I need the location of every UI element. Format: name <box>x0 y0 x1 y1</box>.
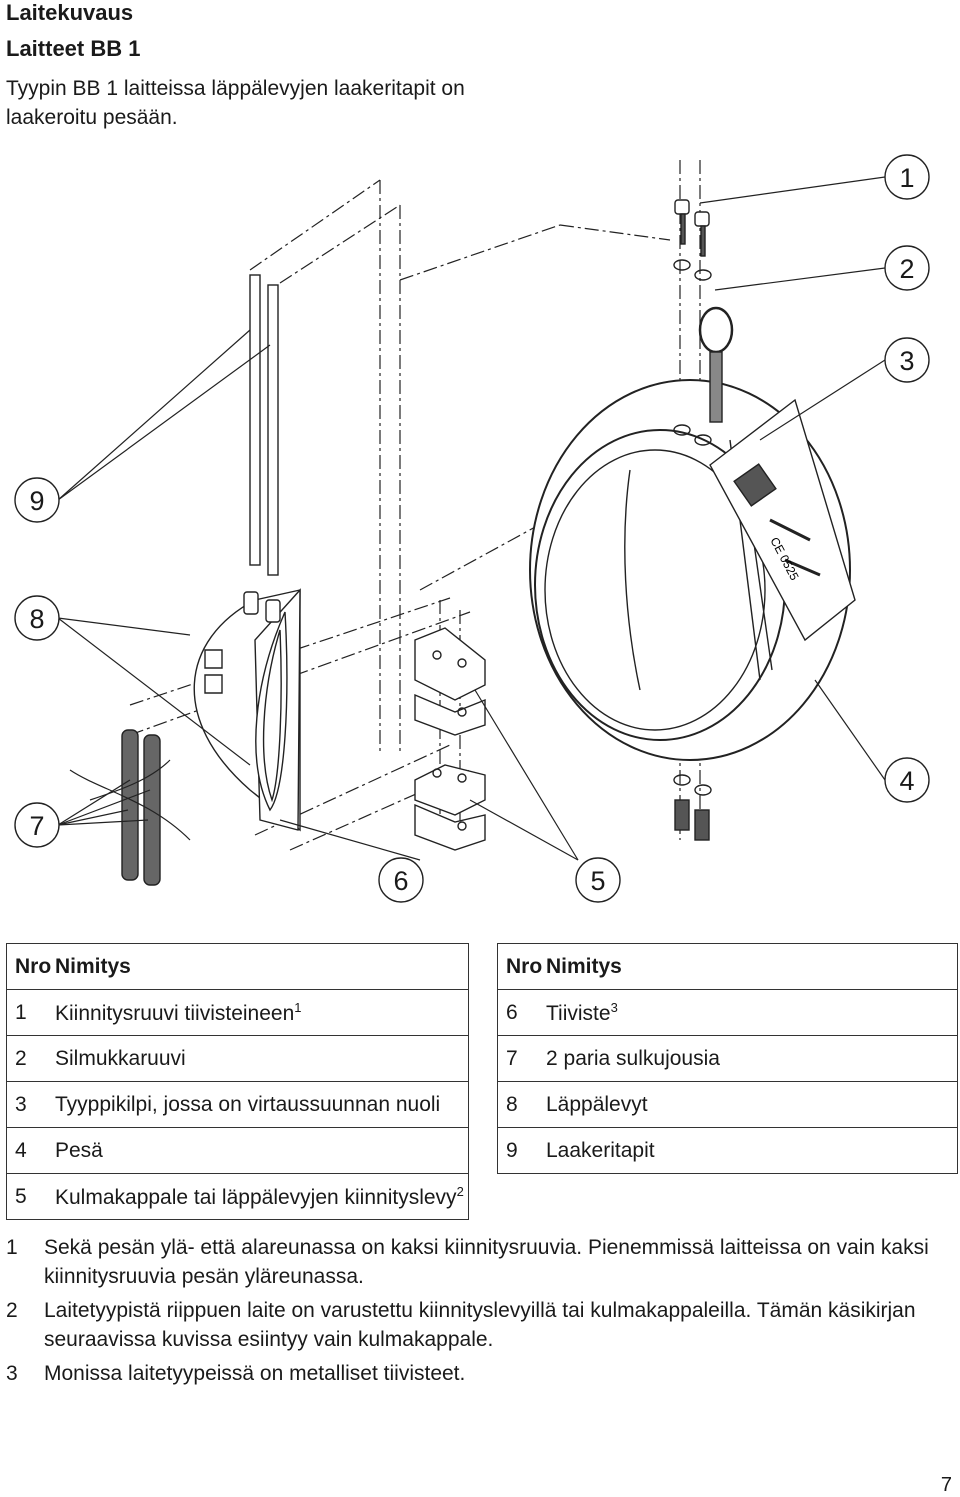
row-nro: 3 <box>6 1081 53 1128</box>
footnote: 1 Sekä pesän ylä- että alareunassa on ka… <box>6 1233 936 1291</box>
callout-7 <box>14 802 60 848</box>
callout-label-6: 6 <box>393 866 408 896</box>
footnote-number: 3 <box>6 1362 18 1385</box>
footnote: 3 Monissa laitetyypeissä on metalliset t… <box>6 1359 936 1388</box>
table-row: 8 Läppälevyt <box>497 1081 958 1128</box>
callout-9 <box>14 477 60 523</box>
table-row: 5 Kulmakappale tai läppälevyjen kiinnity… <box>6 1173 469 1220</box>
row-nro: 1 <box>6 989 53 1036</box>
callout-label-3: 3 <box>899 346 914 376</box>
row-nro: 2 <box>6 1035 53 1082</box>
row-nro: 4 <box>6 1127 53 1174</box>
row-name: Pesä <box>53 1127 469 1174</box>
col-header-nro: Nro <box>497 943 544 990</box>
footnote-number: 2 <box>6 1299 18 1322</box>
callout-label-9: 9 <box>29 486 44 516</box>
row-nro: 7 <box>497 1035 544 1082</box>
footnote-text: Laitetyypistä riippuen laite on varustet… <box>44 1299 916 1351</box>
parts-table-right: Nro Nimitys 6 Tiiviste3 7 2 paria sulkuj… <box>497 943 958 1174</box>
row-name: Kulmakappale tai läppälevyjen kiinnitysl… <box>53 1173 469 1220</box>
footnote-ref: 2 <box>456 1183 464 1199</box>
table-row: 2 Silmukkaruuvi <box>6 1035 469 1082</box>
exploded-view-drawing: 1 2 3 4 5 6 7 8 9 CE 0525 <box>14 154 930 903</box>
row-name: Tiiviste3 <box>544 989 958 1036</box>
footnote-ref: 3 <box>610 999 618 1015</box>
callout-2 <box>884 245 930 291</box>
footnote-text: Monissa laitetyypeissä on metalliset tii… <box>44 1362 466 1385</box>
row-name: Kiinnitysruuvi tiivisteineen1 <box>53 989 469 1036</box>
section-title: Laitekuvaus <box>6 0 134 25</box>
col-header-nro: Nro <box>6 943 53 990</box>
table-row: 1 Kiinnitysruuvi tiivisteineen1 <box>6 989 469 1036</box>
footnote-number: 1 <box>6 1236 18 1259</box>
footnotes: 1 Sekä pesän ylä- että alareunassa on ka… <box>6 1233 936 1393</box>
row-name: Silmukkaruuvi <box>53 1035 469 1082</box>
row-nro: 6 <box>497 989 544 1036</box>
callout-label-5: 5 <box>590 866 605 896</box>
table-row: 4 Pesä <box>6 1127 469 1174</box>
callout-5 <box>575 857 621 903</box>
callout-3 <box>884 337 930 383</box>
row-name: Laakeritapit <box>544 1127 958 1174</box>
table-row: 9 Laakeritapit <box>497 1127 958 1174</box>
row-nro: 5 <box>6 1173 53 1220</box>
callout-label-8: 8 <box>29 604 44 634</box>
row-name: 2 paria sulkujousia <box>544 1035 958 1082</box>
table-row: 3 Tyyppikilpi, jossa on virtaussuunnan n… <box>6 1081 469 1128</box>
intro-text: Tyypin BB 1 laitteissa läppälevyjen laak… <box>6 77 465 129</box>
table-row: 6 Tiiviste3 <box>497 989 958 1036</box>
section-subtitle: Laitteet BB 1 <box>6 36 141 61</box>
footnote: 2 Laitetyypistä riippuen laite on varust… <box>6 1296 936 1354</box>
col-header-name: Nimitys <box>544 943 958 990</box>
row-nro: 9 <box>497 1127 544 1174</box>
table-row: 7 2 paria sulkujousia <box>497 1035 958 1082</box>
table-header-row: Nro Nimitys <box>6 943 469 990</box>
callout-8 <box>14 595 60 641</box>
footnote-text: Sekä pesän ylä- että alareunassa on kaks… <box>44 1236 929 1288</box>
parts-table-left: Nro Nimitys 1 Kiinnitysruuvi tiivisteine… <box>6 943 469 1220</box>
row-name: Tyyppikilpi, jossa on virtaussuunnan nuo… <box>53 1081 469 1128</box>
col-header-name: Nimitys <box>53 943 469 990</box>
callout-1 <box>884 154 930 200</box>
callout-label-7: 7 <box>29 811 44 841</box>
callout-4 <box>884 757 930 803</box>
page-number: 7 <box>940 1474 952 1496</box>
callout-label-2: 2 <box>899 254 914 284</box>
footnote-ref: 1 <box>294 999 302 1015</box>
callout-label-4: 4 <box>899 766 914 796</box>
table-header-row: Nro Nimitys <box>497 943 958 990</box>
row-name: Läppälevyt <box>544 1081 958 1128</box>
row-nro: 8 <box>497 1081 544 1128</box>
callout-6 <box>378 857 424 903</box>
callout-label-1: 1 <box>899 163 914 193</box>
